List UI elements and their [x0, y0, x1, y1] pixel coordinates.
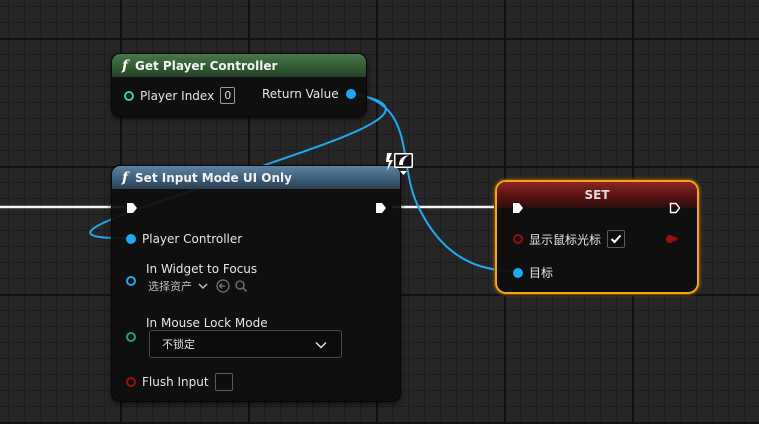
node-title: Get Player Controller [135, 58, 278, 73]
player-controller-label: Player Controller [142, 232, 243, 246]
show-cursor-row: 显示鼠标光标 [513, 230, 626, 248]
exec-out-pin[interactable] [375, 202, 387, 214]
exec-out-pin[interactable] [669, 202, 681, 214]
chevron-down-icon [198, 283, 208, 290]
mouse-lock-mode-dropdown[interactable]: 不锁定 [149, 330, 342, 358]
target-row: 目标 [513, 264, 553, 281]
player-index-label: Player Index [140, 88, 215, 103]
return-value-label: Return Value [262, 87, 339, 101]
widget-asset-picker[interactable]: 选择资产 [148, 278, 248, 294]
player-index-input[interactable]: 0 [220, 87, 236, 104]
exec-in-pin[interactable] [126, 202, 138, 214]
widget-asset-value: 选择资产 [148, 280, 192, 293]
checkmark-icon [610, 234, 622, 244]
node-title: Set Input Mode UI Only [135, 170, 292, 185]
mouse-lock-mode-label: In Mouse Lock Mode [146, 316, 268, 330]
mouse-lock-mode-pin[interactable] [126, 332, 136, 342]
get-player-controller-node[interactable]: f Get Player Controller Player Index 0 R… [111, 53, 367, 117]
mouse-lock-mode-row: In Mouse Lock Mode [126, 316, 268, 330]
show-cursor-checkbox[interactable] [607, 230, 626, 248]
player-controller-row: Player Controller [126, 232, 242, 246]
get-player-controller-header[interactable]: f Get Player Controller [112, 54, 366, 77]
player-index-row: Player Index 0 [124, 87, 236, 104]
flush-input-checkbox[interactable] [214, 373, 233, 391]
show-cursor-label: 显示鼠标光标 [529, 232, 602, 247]
player-controller-pin[interactable] [126, 234, 136, 244]
function-icon: f [122, 169, 129, 186]
target-pin[interactable] [513, 267, 523, 278]
target-label: 目标 [529, 266, 554, 280]
node-title: SET [584, 188, 610, 202]
function-icon: f [122, 57, 129, 74]
mouse-lock-mode-value: 不锁定 [162, 338, 195, 351]
player-index-pin[interactable] [124, 90, 134, 101]
return-value-pin[interactable] [345, 89, 356, 99]
return-value-row: Return Value [262, 87, 356, 101]
platform-monitor-icon [386, 153, 413, 175]
widget-to-focus-pin[interactable] [126, 276, 136, 286]
set-node-header[interactable]: SET [497, 182, 697, 208]
widget-to-focus-row: In Widget to Focus [126, 262, 257, 276]
set-input-mode-node[interactable]: f Set Input Mode UI Only Player Controll… [111, 165, 401, 402]
set-variable-node[interactable]: SET 显示鼠标光标 目标 [495, 180, 699, 294]
flush-input-label: Flush Input [142, 375, 209, 389]
search-icon[interactable] [234, 279, 248, 293]
show-cursor-output-pin[interactable] [665, 234, 679, 244]
widget-to-focus-label: In Widget to Focus [146, 262, 258, 276]
flush-input-pin[interactable] [126, 377, 136, 387]
flush-input-row: Flush Input [126, 373, 233, 391]
show-cursor-pin[interactable] [513, 234, 523, 244]
chevron-down-icon [315, 341, 327, 349]
browse-arrow-icon[interactable] [216, 279, 230, 293]
set-input-mode-header[interactable]: f Set Input Mode UI Only [112, 166, 400, 189]
exec-in-pin[interactable] [512, 202, 524, 214]
